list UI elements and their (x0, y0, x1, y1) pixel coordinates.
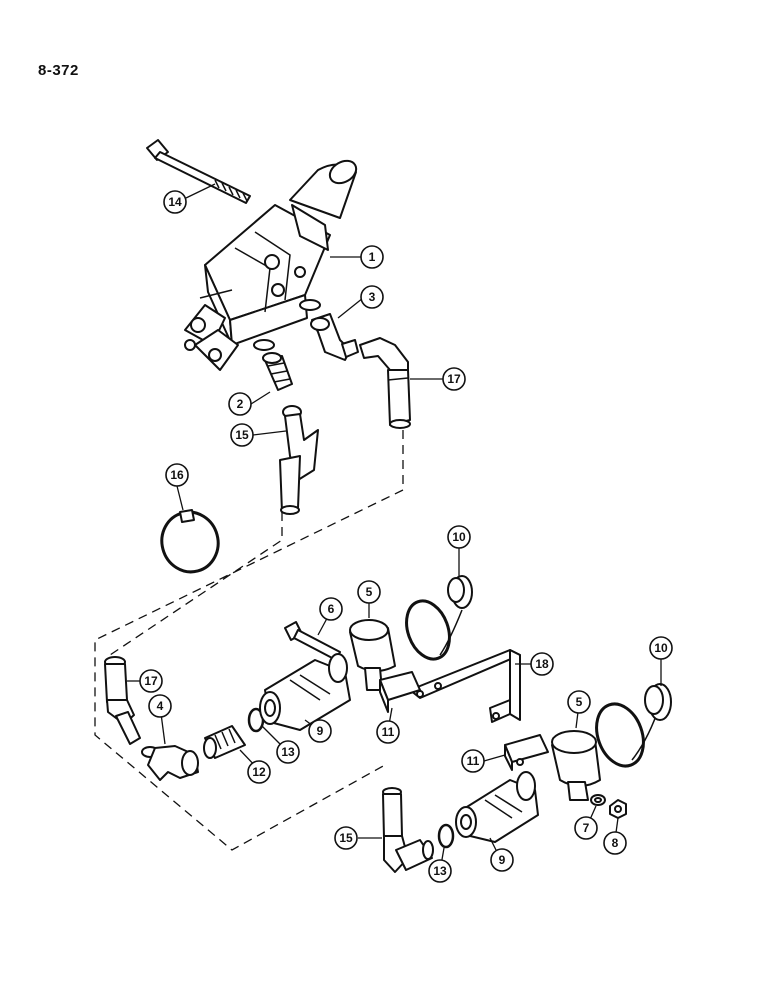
hose-clamp-part-16 (160, 509, 220, 574)
bolt-part-6 (284, 621, 341, 661)
callout-4: 4 (148, 694, 172, 718)
callout-10-upper: 10 (447, 525, 471, 549)
adapter-part-12 (203, 725, 246, 759)
callout-7: 7 (574, 816, 598, 840)
callout-5-upper: 5 (357, 580, 381, 604)
page-number: 8-372 (38, 62, 79, 79)
callout-label: 5 (366, 585, 373, 599)
straight-fitting-part-2 (253, 339, 293, 391)
block-part-11-lower (504, 734, 549, 771)
quick-coupler-part-9-upper (259, 653, 351, 731)
callout-14-upper: 14 (163, 190, 187, 214)
callout-label: 1 (369, 250, 376, 264)
callout-9-upper: 9 (308, 719, 332, 743)
callout-label: 9 (317, 724, 324, 738)
callout-label: 3 (369, 290, 376, 304)
elbow-fitting-part-3 (299, 299, 359, 361)
callout-label: 12 (252, 765, 266, 779)
callout-label: 9 (499, 853, 506, 867)
callout-15-lower: 15 (334, 826, 358, 850)
quick-coupler-part-9-lower (455, 771, 539, 843)
callout-label: 14 (168, 195, 182, 209)
clamp-part-5-lower (551, 730, 601, 801)
callout-10-right: 10 (649, 636, 673, 660)
callout-11-upper: 11 (376, 720, 400, 744)
nut-part-8 (609, 799, 627, 819)
callout-label: 8 (612, 836, 619, 850)
callout-label: 10 (654, 641, 668, 655)
callout-label: 13 (433, 864, 447, 878)
hose-fitting-part-15-upper (279, 405, 319, 515)
callout-2: 2 (228, 392, 252, 416)
dust-cap-part-10-right (595, 683, 672, 768)
hose-fitting-part-17-upper (359, 337, 411, 429)
callout-6: 6 (319, 597, 343, 621)
hose-fitting-part-15-lower (382, 787, 434, 873)
callout-17-lower: 17 (139, 669, 163, 693)
clamp-part-5-upper (349, 619, 396, 691)
callout-label: 10 (452, 530, 466, 544)
callout-9-lower: 9 (490, 848, 514, 872)
callout-label: 4 (157, 699, 164, 713)
dust-cap-part-10-upper (405, 575, 473, 661)
callout-label: 17 (447, 372, 461, 386)
bolt-part-14 (146, 139, 251, 204)
washer-part-7 (590, 794, 606, 806)
callout-label: 7 (583, 821, 590, 835)
callout-13-lower: 13 (428, 859, 452, 883)
hose-fitting-part-17-lower (104, 656, 141, 745)
callout-5-lower: 5 (567, 690, 591, 714)
callout-16: 16 (165, 463, 189, 487)
callout-label: 6 (328, 602, 335, 616)
callout-15-upper: 15 (230, 423, 254, 447)
callout-label: 5 (576, 695, 583, 709)
callout-13-upper: 13 (276, 740, 300, 764)
block-part-11-upper (379, 671, 421, 713)
callout-label: 18 (535, 657, 549, 671)
hose-routing-lines (94, 430, 404, 851)
callout-label: 15 (235, 428, 249, 442)
control-valve-part-1 (184, 159, 358, 371)
callout-17-upper: 17 (442, 367, 466, 391)
callout-label: 11 (467, 754, 480, 768)
callout-18: 18 (530, 652, 554, 676)
callout-label: 2 (237, 397, 244, 411)
callout-label: 16 (170, 468, 184, 482)
callout-label: 11 (382, 725, 395, 739)
callout-8: 8 (603, 831, 627, 855)
callout-11-lower: 11 (461, 749, 485, 773)
callout-3: 3 (360, 285, 384, 309)
o-ring-part-13-lower (437, 823, 455, 849)
elbow-fitting-part-4 (141, 745, 199, 781)
callout-12: 12 (247, 760, 271, 784)
callout-label: 17 (144, 674, 158, 688)
bracket-part-18 (409, 649, 521, 723)
callout-label: 13 (281, 745, 295, 759)
callout-1: 1 (360, 245, 384, 269)
callout-label: 15 (339, 831, 353, 845)
